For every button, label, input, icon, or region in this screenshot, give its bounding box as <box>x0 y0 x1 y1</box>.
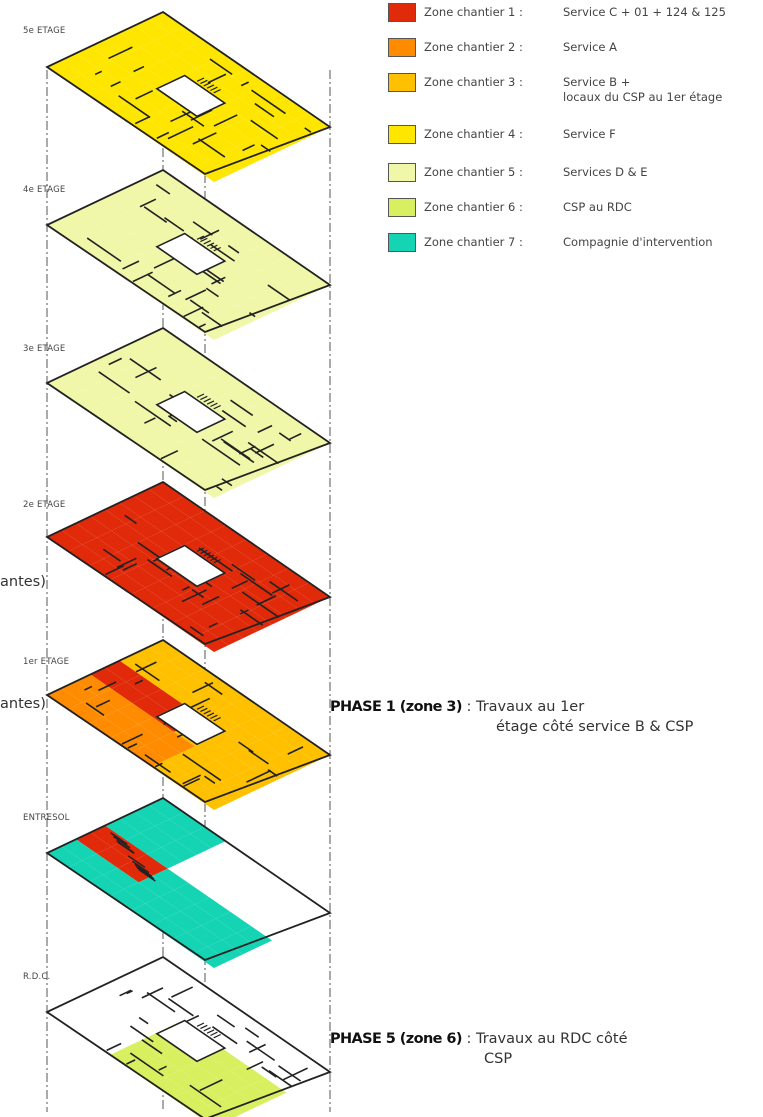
legend-service-label: Service F <box>563 127 616 141</box>
phase-1-text: : Travaux au 1er <box>461 699 585 715</box>
phase-1-title: PHASE 1 (zone 3) <box>330 699 462 715</box>
legend-service-line-2: locaux du CSP au 1er étage <box>563 90 723 104</box>
legend-zone-label: Zone chantier 1 : <box>424 5 523 19</box>
legend-service-label: Services D & E <box>563 165 648 179</box>
phase-1-text-line-2: étage côté service B & CSP <box>496 719 694 735</box>
legend-service-label: Compagnie d'intervention <box>563 235 713 249</box>
floor-plate-entresol <box>45 796 332 968</box>
phase-5-title: PHASE 5 (zone 6) <box>330 1031 462 1047</box>
legend-swatch-zone-5 <box>388 163 416 182</box>
legend-zone-label: Zone chantier 3 : <box>424 75 523 89</box>
legend-zone-label: Zone chantier 5 : <box>424 165 523 179</box>
floor-label-5e: 5e ETAGE <box>23 26 66 36</box>
legend-zone-label: Zone chantier 6 : <box>424 200 523 214</box>
legend-swatch-zone-1 <box>388 3 416 22</box>
legend-swatch-zone-4 <box>388 125 416 144</box>
floor-label-2e: 2e ETAGE <box>23 500 66 510</box>
legend-service-line-1: Service B + <box>563 75 631 89</box>
legend-service-label: Service C + 01 + 124 & 125 <box>563 5 726 19</box>
floor-plates <box>45 10 332 1117</box>
floor-label-rdc: R.D.C. <box>23 972 51 982</box>
cut-off-text: antes) <box>0 574 46 590</box>
legend-service-label: Service A <box>563 40 618 54</box>
phase-5-text: : Travaux au RDC côté <box>461 1031 628 1047</box>
floor-plate-f5 <box>45 10 332 182</box>
legend-swatch-zone-6 <box>388 198 416 217</box>
floor-label-4e: 4e ETAGE <box>23 185 66 195</box>
legend-swatch-zone-7 <box>388 233 416 252</box>
phase-5-annotation: PHASE 5 (zone 6) : Travaux au RDC côté C… <box>330 1029 628 1069</box>
floor-plate-f4 <box>45 168 332 340</box>
phase-1-annotation: PHASE 1 (zone 3) : Travaux au 1er étage … <box>330 697 693 737</box>
legend-zone-label: Zone chantier 4 : <box>424 127 523 141</box>
legend-swatch-zone-2 <box>388 38 416 57</box>
floor-plate-f1 <box>45 638 332 810</box>
floor-label-1er: 1er ETAGE <box>23 657 70 667</box>
legend-swatch-zone-3 <box>388 73 416 92</box>
floor-label-3e: 3e ETAGE <box>23 344 66 354</box>
floor-plate-rdc <box>45 955 332 1117</box>
floor-plate-f3 <box>45 326 332 498</box>
legend-service-label: CSP au RDC <box>563 200 632 214</box>
phase-5-text-line-2: CSP <box>484 1051 513 1067</box>
cut-off-text: antes) <box>0 696 46 712</box>
legend-service-label: Service B + locaux du CSP au 1er étage <box>563 75 722 105</box>
legend-zone-label: Zone chantier 7 : <box>424 235 523 249</box>
floor-plate-f2 <box>45 480 332 652</box>
floor-label-entresol: ENTRESOL <box>23 813 70 823</box>
legend-zone-label: Zone chantier 2 : <box>424 40 523 54</box>
